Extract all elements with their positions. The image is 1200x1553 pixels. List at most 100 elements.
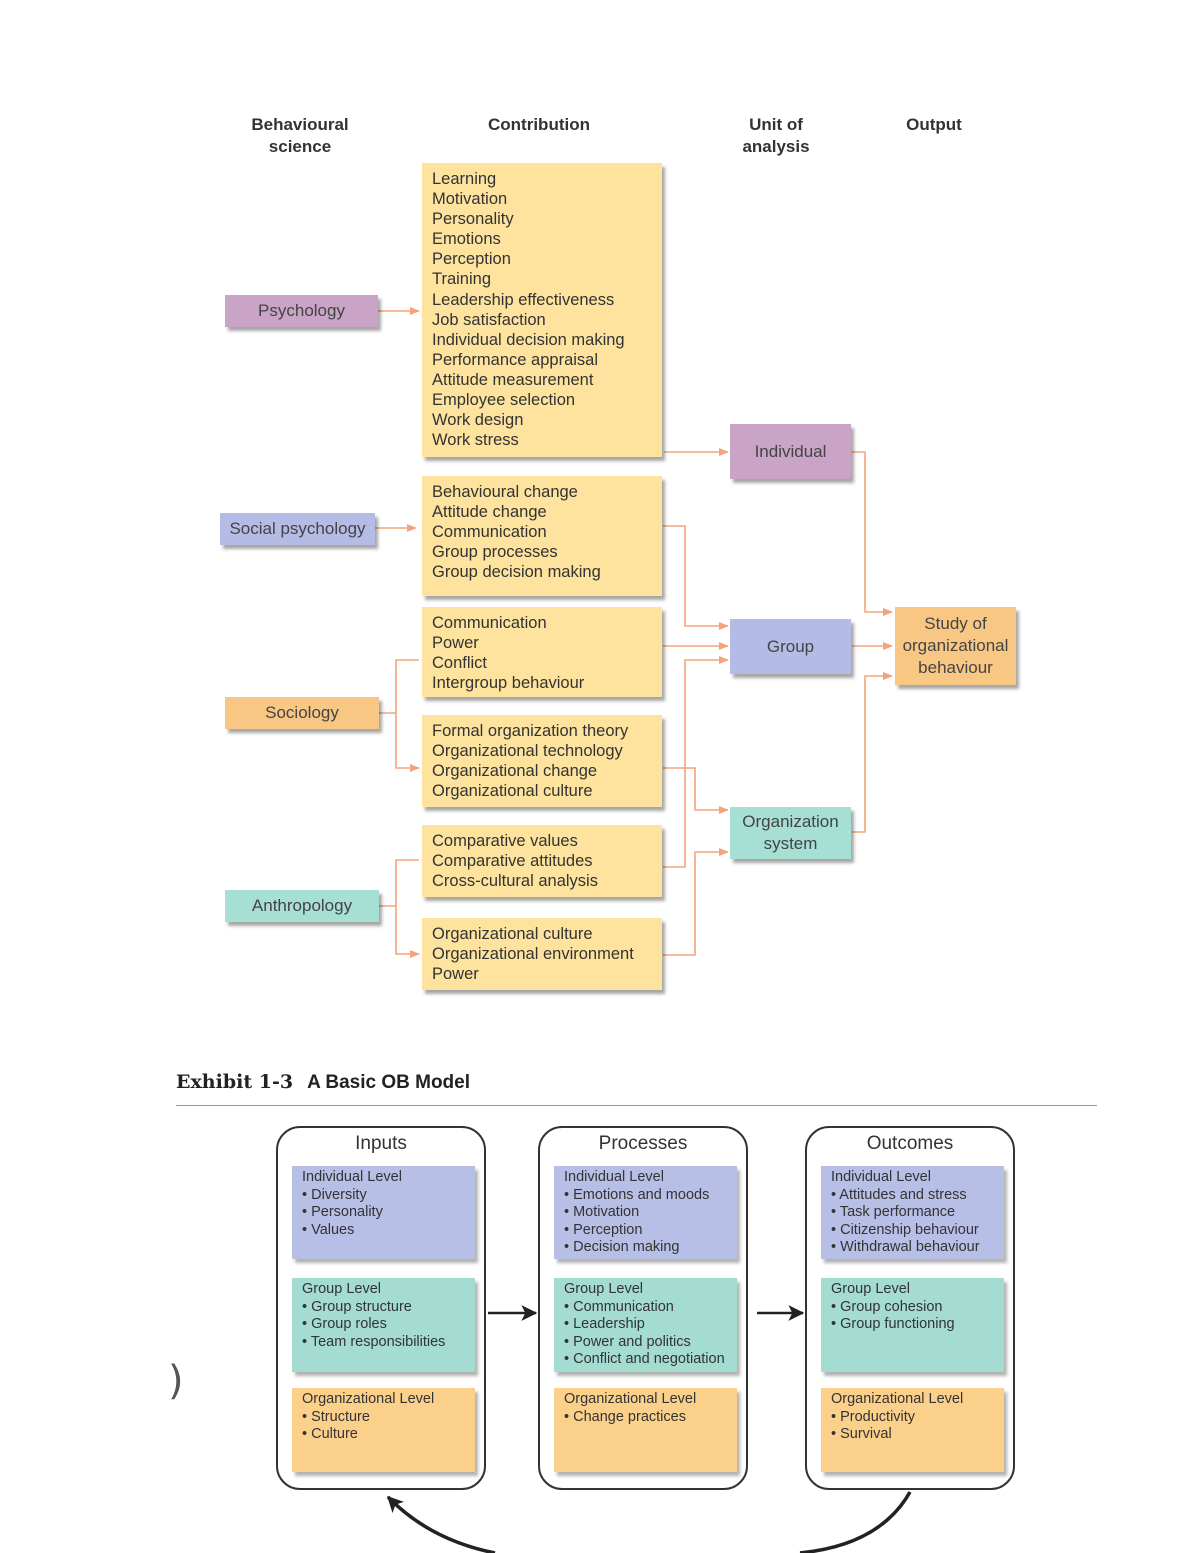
- contribution-item: Work design: [432, 411, 524, 430]
- level-item: • Change practices: [564, 1408, 686, 1425]
- organizational-level-box: Organizational Level• Change practices: [554, 1388, 737, 1472]
- panel-title: Inputs: [355, 1133, 407, 1154]
- level-item: • Decision making: [564, 1239, 680, 1256]
- contribution-item: Leadership effectiveness: [432, 290, 615, 309]
- header-output: Output: [906, 115, 962, 134]
- contribution-item: Conflict: [432, 654, 488, 673]
- contribution-item: Behavioural change: [432, 483, 578, 501]
- level-item: • Emotions and moods: [564, 1186, 710, 1203]
- individual-level-box: Individual Level• Attitudes and stress• …: [821, 1166, 1004, 1259]
- exhibit-title: Exhibit 1-3 A Basic OB Model: [176, 1071, 470, 1094]
- science-sociology: Sociology: [225, 697, 379, 729]
- level-item: • Productivity: [831, 1408, 916, 1425]
- contribution-item: Formal organization theory: [432, 722, 629, 740]
- contribution-item: Attitude change: [432, 503, 547, 522]
- level-item: • Citizenship behaviour: [831, 1221, 979, 1238]
- feedback-arrow: [388, 1492, 912, 1553]
- contribution-item: Organizational culture: [432, 925, 593, 943]
- contribution-item: Motivation: [432, 190, 508, 209]
- organizational-level-box: Organizational Level• Productivity• Surv…: [821, 1388, 1004, 1472]
- level-item: • Perception: [564, 1221, 643, 1238]
- level-item: • Communication: [564, 1298, 674, 1315]
- contribution-item: Organizational technology: [432, 742, 623, 761]
- exhibit-number: Exhibit 1-3: [176, 1071, 294, 1093]
- level-label: Group Level: [564, 1281, 643, 1297]
- contribution-item: Performance appraisal: [432, 350, 598, 369]
- unit-group: Group: [730, 619, 851, 674]
- contribution-item: Job satisfaction: [432, 310, 546, 329]
- contribution-item: Organizational environment: [432, 945, 634, 964]
- group-level-box: Group Level• Group structure• Group role…: [292, 1278, 475, 1372]
- level-label: Group Level: [302, 1281, 381, 1297]
- contribution-item: Intergroup behaviour: [432, 674, 585, 693]
- soc-to-org: [663, 767, 729, 814]
- level-label: Organizational Level: [831, 1391, 964, 1407]
- contribution-item: Communication: [432, 614, 547, 632]
- level-item: • Survival: [831, 1426, 892, 1443]
- contribution-item: Power: [432, 634, 479, 653]
- group-level-box: Group Level• Group cohesion• Group funct…: [821, 1278, 1004, 1372]
- sociology-link: [379, 659, 419, 768]
- level-item: • Leadership: [564, 1316, 645, 1333]
- organizational-level-box: Organizational Level• Structure• Culture: [292, 1388, 475, 1472]
- panel-processes: Processes Individual Level• Emotions and…: [538, 1126, 748, 1490]
- panel-title: Outcomes: [866, 1133, 954, 1154]
- level-item: • Diversity: [302, 1186, 367, 1203]
- anthro-to-org: [663, 848, 729, 956]
- panel-inputs: Inputs Individual Level• Diversity• Pers…: [276, 1126, 486, 1490]
- level-label: Individual Level: [564, 1169, 664, 1185]
- panel-title: Processes: [598, 1133, 688, 1154]
- contribution-item: Power: [432, 965, 479, 984]
- individual-level-box: Individual Level• Diversity• Personality…: [292, 1166, 475, 1259]
- contribution-item: Attitude measurement: [432, 370, 594, 389]
- level-item: • Conflict and negotiation: [564, 1351, 725, 1368]
- contribution-item: Group decision making: [432, 563, 601, 582]
- social-to-group: [663, 525, 729, 630]
- individual-level-box: Individual Level• Emotions and moods• Mo…: [554, 1166, 737, 1259]
- contribution-item: Learning: [432, 170, 497, 188]
- org-to-output: [852, 672, 893, 833]
- contribution-item: Personality: [432, 210, 514, 229]
- exhibit-heading: A Basic OB Model: [307, 1072, 471, 1093]
- header-behavioural-science: Behavioural science: [251, 115, 349, 156]
- level-item: • Structure: [302, 1408, 370, 1425]
- level-item: • Motivation: [564, 1204, 640, 1221]
- contribution-item: Comparative attitudes: [432, 852, 593, 871]
- contribution-item: Employee selection: [432, 391, 576, 410]
- contribution-item: Individual decision making: [432, 330, 625, 349]
- header-unit-of-analysis: Unit of analysis: [742, 115, 810, 156]
- level-item: • Team responsibilities: [302, 1333, 446, 1350]
- science-psychology: Psychology: [225, 295, 378, 327]
- contribution-item: Group processes: [432, 543, 558, 562]
- contribution-item: Training: [432, 270, 491, 289]
- group-level-box: Group Level• Communication• Leadership • …: [554, 1278, 737, 1372]
- contribution-item: Organizational change: [432, 762, 598, 781]
- contribution-item: Emotions: [432, 230, 501, 249]
- level-item: • Group functioning: [831, 1316, 955, 1333]
- cropped-bracket-icon: ): [168, 1358, 184, 1404]
- anthro-to-group: [663, 656, 729, 868]
- contribution-item: Communication: [432, 523, 547, 542]
- level-item: • Attitudes and stress: [831, 1186, 967, 1203]
- connector-lines: [375, 307, 893, 1018]
- level-label: Individual Level: [831, 1169, 931, 1185]
- ob-disciplines-diagram: Behavioural science Contribution Unit of…: [143, 100, 1053, 1018]
- level-label: Organizational Level: [302, 1391, 435, 1407]
- level-item: • Task performance: [831, 1204, 956, 1221]
- level-item: • Culture: [302, 1426, 358, 1443]
- output-study-of-ob: Study of organizational behaviour: [895, 607, 1016, 685]
- level-item: • Withdrawal behaviour: [831, 1239, 980, 1256]
- science-anthropology: Anthropology: [225, 890, 379, 922]
- level-label: Individual Level: [302, 1169, 402, 1185]
- panel-outcomes: Outcomes Individual Level• Attitudes and…: [805, 1126, 1015, 1490]
- level-label: Organizational Level: [564, 1391, 697, 1407]
- individual-to-output: [852, 451, 893, 616]
- contribution-item: Cross-cultural analysis: [432, 872, 598, 891]
- level-item: • Group roles: [302, 1316, 387, 1333]
- header-contribution: Contribution: [488, 115, 590, 134]
